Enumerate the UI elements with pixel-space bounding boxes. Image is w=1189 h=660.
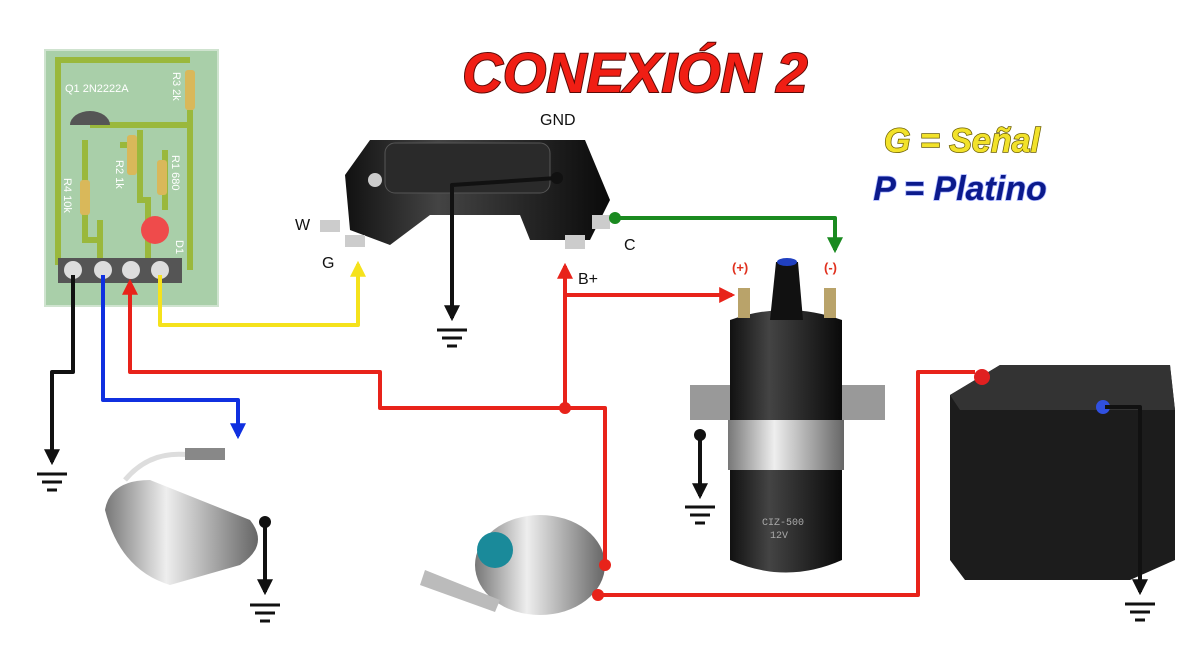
led-icon xyxy=(141,216,169,244)
coil-model-label: CIZ-500 xyxy=(762,518,804,529)
pcb-label-q1: Q1 2N2222A xyxy=(65,83,129,95)
coil-minus-label: (-) xyxy=(824,260,837,275)
coil-plus-label: (+) xyxy=(732,260,748,275)
ground-icon xyxy=(250,603,280,623)
ground-icon xyxy=(37,472,67,492)
wire-coil-minus-green xyxy=(609,212,843,254)
wire-battery-ground xyxy=(1105,405,1148,596)
wire-module-ground xyxy=(444,172,563,322)
terminal-label-c: C xyxy=(624,237,636,254)
terminal-label-gnd: GND xyxy=(540,112,576,129)
coil-voltage-label: 12V xyxy=(770,531,788,542)
ignition-module: GND W G C B+ xyxy=(295,112,636,288)
wire-signal-yellow xyxy=(158,260,366,327)
breaker-points xyxy=(105,448,258,585)
legend-points: P = Platino xyxy=(873,170,1047,208)
wire-pcb-ground xyxy=(44,275,75,466)
wire-battery-switch xyxy=(592,370,975,601)
pcb-label-d1: D1 xyxy=(173,240,185,254)
pcb-board: Q1 2N2222A R3 2k R2 1k R1 680 R4 10k D1 xyxy=(44,49,219,307)
ignition-coil: (+) (-) CIZ-500 12V xyxy=(690,258,885,573)
pcb-label-r2: R2 1k xyxy=(113,160,125,189)
pcb-label-r3: R3 2k xyxy=(170,72,182,101)
terminal-label-bplus: B+ xyxy=(578,271,598,288)
wire-points-blue xyxy=(101,275,246,440)
pcb-label-r4: R4 10k xyxy=(61,178,73,213)
transistor-icon xyxy=(70,111,110,125)
battery xyxy=(950,365,1175,580)
ignition-switch xyxy=(420,515,605,615)
ground-icon xyxy=(685,505,715,525)
ground-icon xyxy=(1125,602,1155,622)
diagram-title: CONEXIÓN 2 xyxy=(462,41,807,104)
terminal-label-w: W xyxy=(295,217,311,234)
legend-signal: G = Señal xyxy=(884,122,1041,160)
ground-icon xyxy=(437,328,467,348)
pcb-label-r1: R1 680 xyxy=(169,155,181,190)
terminal-label-g: G xyxy=(322,255,334,272)
wire-power-pcb xyxy=(122,278,607,565)
